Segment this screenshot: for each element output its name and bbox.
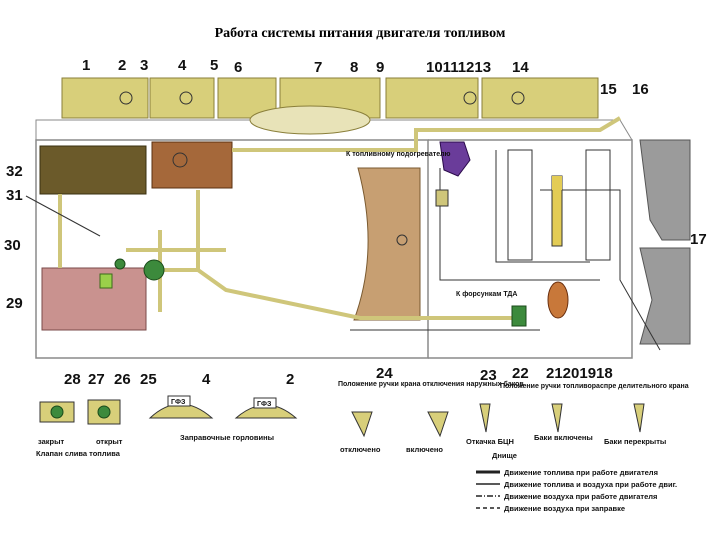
label-open: открыт <box>96 437 123 446</box>
filler-cap-icon <box>511 91 525 105</box>
external-tank-lower <box>639 247 691 345</box>
valve-closed-icon <box>50 405 64 419</box>
legend-item-1: Движение топлива и воздуха при работе дв… <box>504 480 677 489</box>
drain-valve <box>99 273 113 289</box>
external-tank-upper <box>639 139 691 241</box>
fuel-system-diagram: 1 2 3 4 5 6 7 8 9 10111213 14 15 16 17 2… <box>4 56 712 516</box>
page-title: Работа системы питания двигателя топливо… <box>214 26 506 41</box>
callout-5: 5 <box>210 57 218 74</box>
callout-9: 9 <box>376 59 384 76</box>
front-rack-tank <box>353 167 421 321</box>
callout-26: 26 <box>114 371 131 388</box>
turret-dome <box>249 105 371 135</box>
filler-neck-4-cap <box>167 395 191 407</box>
callout-6: 6 <box>234 59 242 76</box>
tank-cap-icon <box>396 234 408 246</box>
callout-4: 4 <box>178 57 187 74</box>
fender-tank-2 <box>149 77 215 119</box>
filler-neck-2-cap <box>253 397 277 409</box>
label-bottom: Днище <box>492 451 517 460</box>
bottom-tank <box>41 267 147 331</box>
label-valve-position: Положение ручки крана отключения наружны… <box>338 380 524 388</box>
callout-23: 23 <box>480 367 497 384</box>
legend-item-3: Движение воздуха при заправке <box>504 504 625 513</box>
callout-31: 31 <box>6 187 23 204</box>
callout-15: 15 <box>600 81 617 98</box>
legend: Движение топлива при работе двигателя Дв… <box>476 468 677 513</box>
fender-tank-5 <box>385 77 479 119</box>
booster-pump <box>143 259 165 281</box>
rear-tank-left <box>39 145 147 195</box>
label-distributor-position: Положение ручки топливораспре делительно… <box>500 383 689 390</box>
rear-tank-right <box>151 141 233 189</box>
callout-28: 28 <box>64 371 81 388</box>
label-drain-valve: Клапан слива топлива <box>36 449 121 458</box>
callout-30: 30 <box>4 237 21 254</box>
fender-tank-1 <box>61 77 149 119</box>
callout-24: 24 <box>376 365 393 382</box>
callout-3: 3 <box>140 57 148 74</box>
label-tanks-on: Баки включены <box>534 433 593 442</box>
valve-knob-positions <box>351 403 645 438</box>
label-bcn-pump: Откачка БЦН <box>466 437 514 446</box>
filler-cap-icon <box>463 91 477 105</box>
callout-7: 7 <box>314 59 322 76</box>
fuel-filter <box>435 189 449 207</box>
legend-item-0: Движение топлива при работе двигателя <box>504 468 658 477</box>
callout-2-filler: 2 <box>286 371 294 388</box>
distributor-valve <box>552 176 562 190</box>
callout-1: 1 <box>82 57 90 74</box>
tank-cap-icon <box>172 152 188 168</box>
label-to-heater: К топливному подогревателю <box>346 151 451 158</box>
callout-17: 17 <box>690 231 707 248</box>
filler-cap-icon <box>119 91 133 105</box>
legend-item-2: Движение воздуха при работе двигателя <box>504 492 657 501</box>
callout-22: 22 <box>512 365 529 382</box>
label-to-injectors: К форсункам ТДА <box>456 291 517 298</box>
callout-21-18: 21201918 <box>546 365 613 382</box>
label-on: включено <box>406 445 443 454</box>
label-closed: закрыт <box>38 437 65 446</box>
high-pressure-pump <box>511 305 527 327</box>
callout-16: 16 <box>632 81 649 98</box>
callout-10-13: 10111213 <box>426 59 491 76</box>
fuel-lines <box>58 116 622 320</box>
fuel-heater <box>439 141 471 177</box>
label-cap-2: ГФЗ <box>257 401 272 408</box>
hull-outline-right <box>428 139 633 359</box>
air-cleaner <box>547 281 569 319</box>
valve-open-icon <box>97 405 111 419</box>
callout-27: 27 <box>88 371 105 388</box>
callout-14: 14 <box>512 59 529 76</box>
callout-32: 32 <box>6 163 23 180</box>
callout-4-filler: 4 <box>202 371 211 388</box>
callout-8: 8 <box>350 59 358 76</box>
callout-29: 29 <box>6 295 23 312</box>
label-tanks-blocked: Баки перекрыты <box>604 437 666 446</box>
filler-cap-icon <box>179 91 193 105</box>
callout-2: 2 <box>118 57 126 74</box>
callout-25: 25 <box>140 371 157 388</box>
label-cap-4: ГФЗ <box>171 399 186 406</box>
label-off: отключено <box>340 445 381 454</box>
fender-tank-6 <box>481 77 599 119</box>
label-filler-necks: Заправочные горловины <box>180 433 274 442</box>
valve-icon <box>114 258 126 270</box>
